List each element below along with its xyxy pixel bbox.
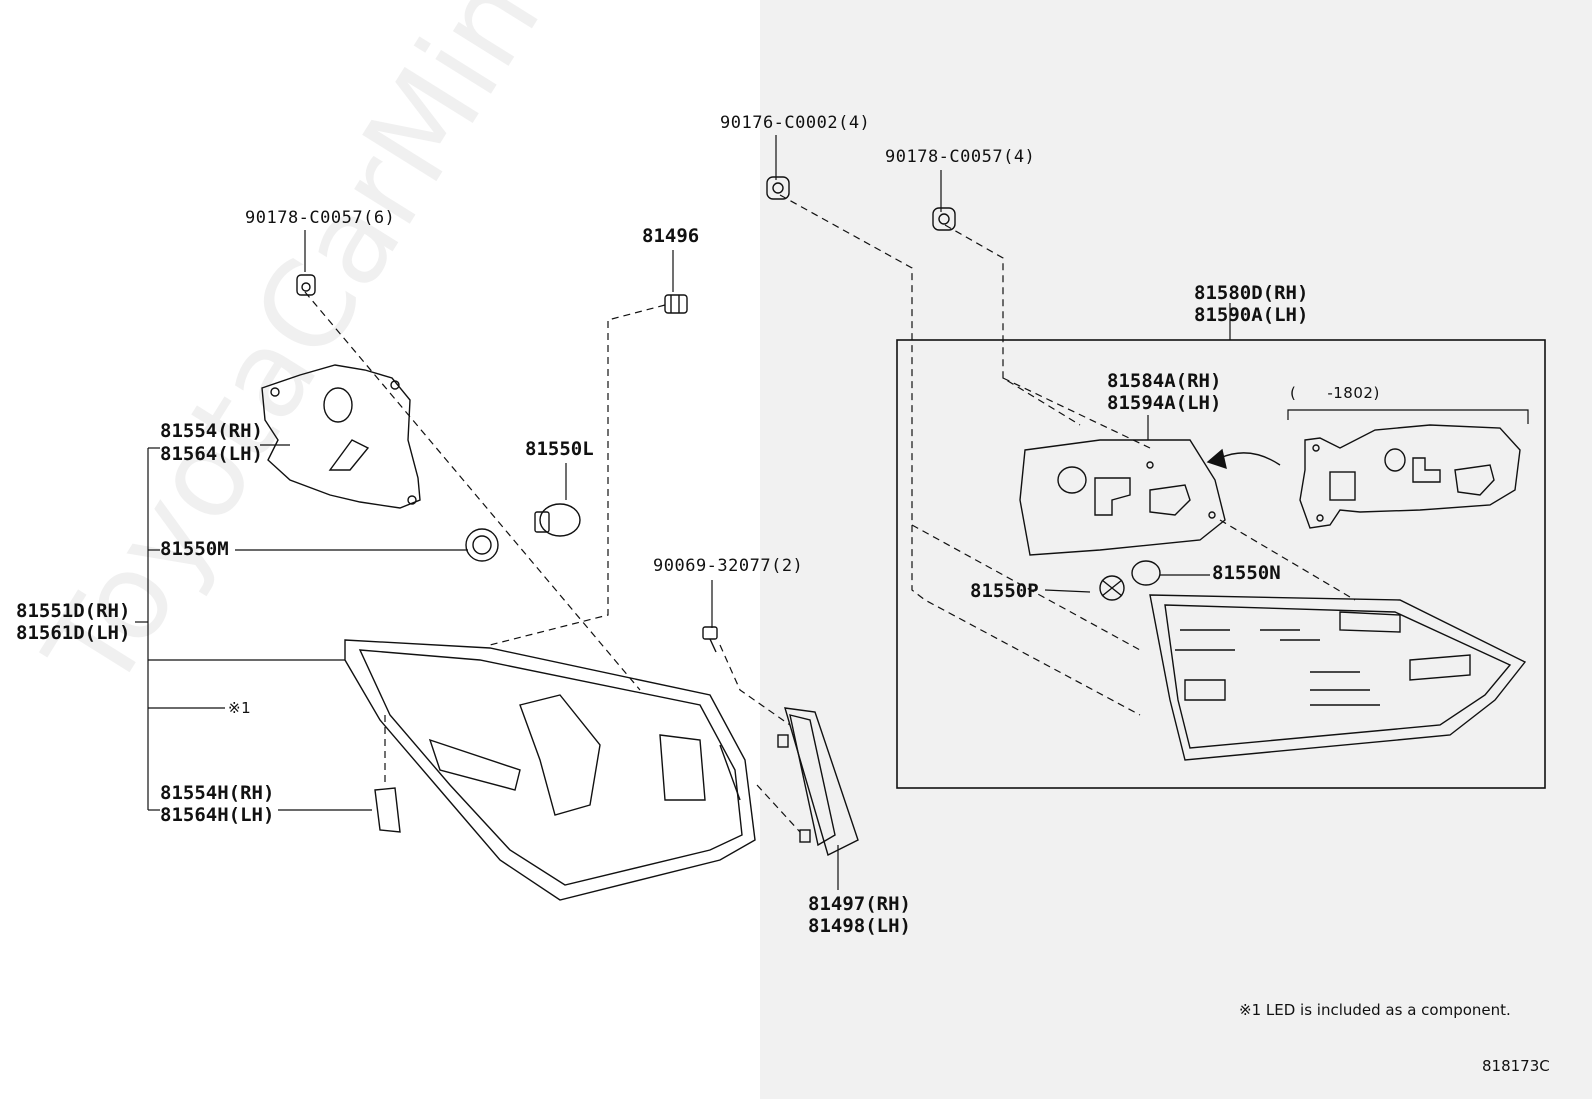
right-panel-background <box>760 0 1592 1099</box>
label-81590a-lh: 81590A(LH) <box>1194 304 1309 326</box>
label-81496: 81496 <box>642 225 700 247</box>
clip-90178-6 <box>296 274 316 296</box>
label-81584a-rh: 81584A(RH) <box>1107 370 1222 392</box>
label-81497-rh: 81497(RH) <box>808 893 911 915</box>
nut-90178-4 <box>932 207 956 231</box>
arrow-line <box>1219 452 1281 466</box>
label-81554H <box>374 787 401 833</box>
figure-id: 818173C <box>1482 1057 1550 1075</box>
label-81580d-rh: 81580D(RH) <box>1194 282 1309 304</box>
arrow-head <box>1206 448 1227 470</box>
gasket-81584A <box>1019 439 1226 556</box>
label-81550m: 81550M <box>160 538 229 560</box>
solid-leaders <box>135 135 1529 890</box>
label-81564-lh: 81564(LH) <box>160 443 263 465</box>
label-81550p: 81550P <box>970 580 1039 602</box>
footnote: ※1 LED is included as a component. <box>1239 1001 1511 1019</box>
dashed-leaders <box>304 194 1356 833</box>
lamp-81580D <box>1149 594 1527 761</box>
label-81554-rh: 81554(RH) <box>160 420 263 442</box>
label-81550n: 81550N <box>1212 562 1281 584</box>
socket-81550P <box>1099 575 1125 601</box>
label-81561d-lh: 81561D(LH) <box>16 622 131 644</box>
side-lamp-81497 <box>777 707 859 857</box>
label-81594a-lh: 81594A(LH) <box>1107 392 1222 414</box>
label-81550l: 81550L <box>525 438 594 460</box>
cover-81554 <box>261 364 421 509</box>
socket-81550M <box>465 528 499 562</box>
clip-81496 <box>664 294 688 314</box>
label-date-range: ( -1802) <box>1290 384 1380 402</box>
label-90178-c0057-6: 90178-C0057(6) <box>245 208 396 228</box>
gasket-old-type <box>1299 424 1521 529</box>
nut-90176 <box>766 176 790 200</box>
label-81551d-rh: 81551D(RH) <box>16 600 131 622</box>
bulb-81550N <box>1131 560 1161 586</box>
label-81554h-rh: 81554H(RH) <box>160 782 275 804</box>
lamp-81551D <box>344 639 756 901</box>
label-90178-c0057-4: 90178-C0057(4) <box>885 147 1036 167</box>
assembly-frame <box>896 339 1546 789</box>
label-81564h-lh: 81564H(LH) <box>160 804 275 826</box>
label-90176-c0002: 90176-C0002(4) <box>720 113 871 133</box>
label-81498-lh: 81498(LH) <box>808 915 911 937</box>
bulb-81550L <box>534 503 581 537</box>
label-note-ref: ※1 <box>228 699 252 717</box>
label-90069-32077: 90069-32077(2) <box>653 556 804 576</box>
screw-90069 <box>702 626 718 653</box>
